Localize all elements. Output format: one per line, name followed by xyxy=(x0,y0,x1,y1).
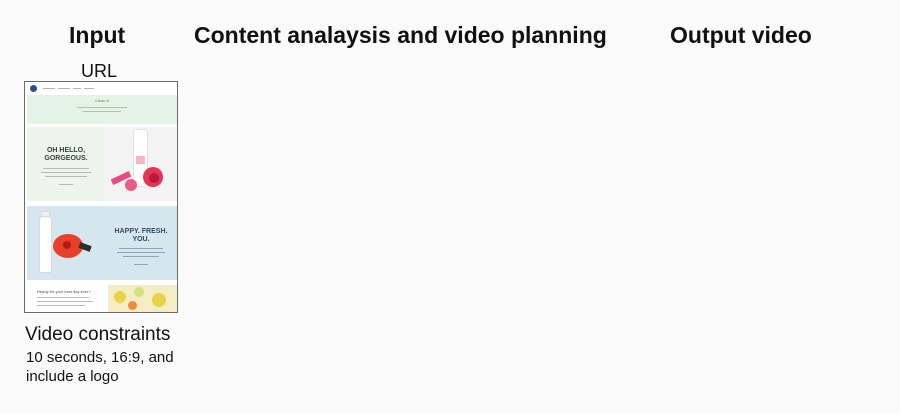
section-title: Ready for your best day ever? xyxy=(37,289,91,294)
video-constraints-title: Video constraints xyxy=(25,324,171,345)
flower-image xyxy=(134,287,144,297)
rose-center xyxy=(149,173,159,183)
url-label: URL xyxy=(81,61,118,81)
flower-image xyxy=(152,293,166,307)
content-analysis-heading: Content analaysis and video planning xyxy=(194,22,607,48)
banner-title: Clean & xyxy=(94,98,110,103)
flower-image xyxy=(114,291,126,303)
flower-image xyxy=(128,301,137,310)
section-text-line xyxy=(37,305,85,306)
input-heading: Input xyxy=(69,22,126,48)
webpage-nav xyxy=(25,82,177,94)
hero-title: OH HELLO, GORGEOUS. xyxy=(44,147,88,162)
petal-image xyxy=(125,179,137,191)
hero-text-line xyxy=(123,256,159,257)
banner-text-line xyxy=(83,111,121,112)
hero-text-line xyxy=(45,176,87,177)
tube-label xyxy=(136,156,145,164)
hero-text-line xyxy=(117,252,165,253)
hibiscus-center xyxy=(63,241,71,249)
nav-link xyxy=(58,88,70,89)
product-photo xyxy=(103,127,177,201)
output-video-heading: Output video xyxy=(670,22,812,48)
logo-icon xyxy=(30,85,37,92)
nav-link xyxy=(84,88,94,89)
webpage-banner: Clean & xyxy=(27,95,177,124)
hero-link-line xyxy=(134,264,148,265)
hero-link-line xyxy=(59,184,73,185)
flowers-photo xyxy=(108,285,177,312)
webpage-screenshot: Clean & OH HELLO, GORGEOUS. HAPPY. FRESH… xyxy=(24,81,178,313)
webpage-hero-section-2: HAPPY. FRESH. YOU. xyxy=(27,206,177,280)
section-text-line xyxy=(37,297,89,298)
bottle-image xyxy=(39,216,52,273)
nav-link xyxy=(73,88,81,89)
hero-text-line xyxy=(43,168,89,169)
hero-text-line xyxy=(41,172,91,173)
section-text-line xyxy=(37,301,93,302)
banner-text-line xyxy=(77,107,127,108)
webpage-hero-section: OH HELLO, GORGEOUS. xyxy=(27,127,177,201)
webpage-section-3: Ready for your best day ever? xyxy=(27,285,177,312)
hero-text-line xyxy=(119,248,163,249)
video-constraints-text: 10 seconds, 16:9, and include a logo xyxy=(26,349,174,385)
hero-title-2: HAPPY. FRESH. YOU. xyxy=(114,228,168,243)
nav-link xyxy=(43,88,55,89)
